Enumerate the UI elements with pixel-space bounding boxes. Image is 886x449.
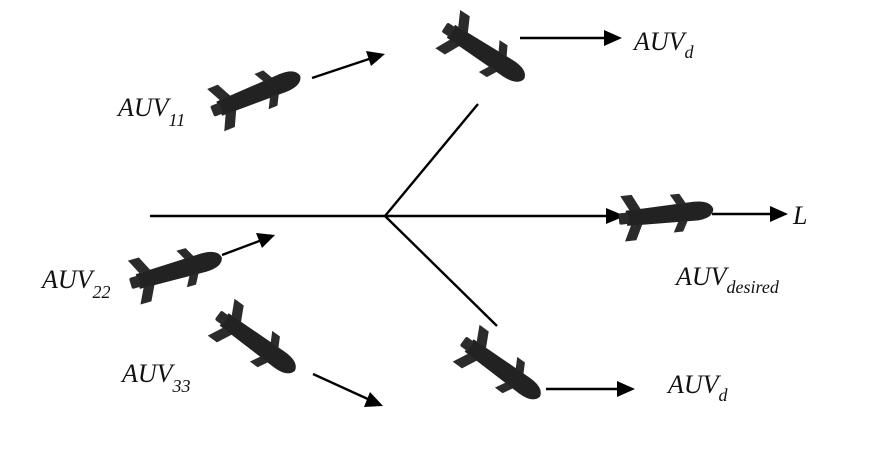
auv-desired-arrowhead — [770, 206, 788, 222]
leader-label: L — [792, 201, 807, 230]
auv-icon — [432, 7, 537, 98]
auv-22-label: AUV22 — [40, 265, 111, 302]
auv-11-arrowhead — [366, 51, 385, 66]
auv-desired-label: AUVdesired — [674, 262, 780, 297]
auv-icon — [204, 296, 309, 390]
auv-11-arrow — [311, 56, 373, 80]
center-arrowhead — [606, 208, 625, 224]
auv-d-bottom: AUVd — [449, 322, 729, 416]
auv-33-arrowhead — [364, 392, 383, 407]
auv-icon — [124, 235, 229, 306]
branch-upper-line — [384, 103, 479, 217]
auv-22: AUV22 — [40, 233, 275, 306]
formation-lines — [150, 103, 625, 327]
auv-icon — [616, 186, 716, 242]
auv-33-label: AUV33 — [120, 359, 191, 396]
auv-d-bottom-label: AUVd — [666, 370, 729, 405]
auv-d-top-arrowhead — [604, 30, 622, 46]
auv-d-top: AUVd — [432, 7, 695, 98]
branch-lower-line — [384, 215, 498, 327]
auv-11: AUV11 — [116, 51, 385, 133]
auv-icon — [203, 54, 309, 133]
auv-22-arrow — [221, 238, 263, 257]
auv-icon — [449, 322, 554, 416]
auv-d-bottom-arrowhead — [617, 381, 635, 397]
auv-desired: L AUVdesired — [616, 186, 807, 297]
auv-33-arrow — [312, 372, 371, 402]
auv-d-top-label: AUVd — [632, 27, 695, 62]
auv-22-arrowhead — [256, 233, 275, 248]
auv-33: AUV33 — [120, 296, 383, 407]
auv-11-label: AUV11 — [116, 93, 185, 130]
